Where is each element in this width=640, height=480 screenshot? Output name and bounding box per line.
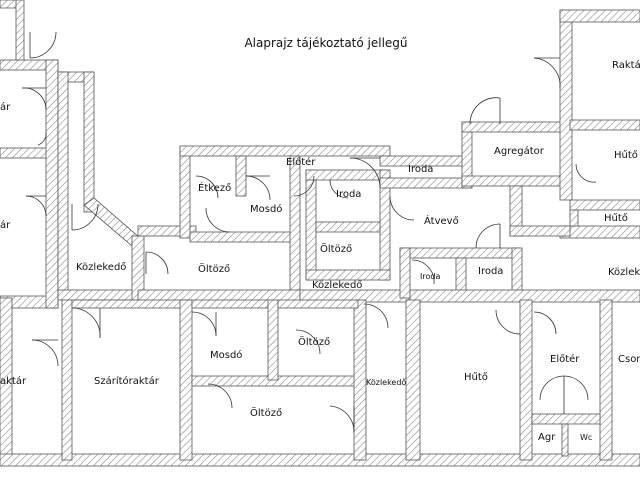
room-label: Szárítóraktár: [94, 375, 160, 387]
wall: [561, 423, 569, 457]
room-label: Agr: [538, 432, 556, 443]
wall: [71, 299, 193, 309]
wall: [15, 0, 25, 61]
wall: [57, 289, 139, 301]
wall: [559, 9, 640, 23]
room-label: Mosdó: [250, 203, 282, 215]
wall: [461, 175, 571, 187]
wall: [305, 169, 387, 181]
wall: [45, 59, 59, 309]
wall: [267, 299, 279, 381]
room-label: Agregátor: [494, 145, 545, 157]
wall: [179, 299, 193, 461]
wall: [353, 299, 367, 461]
room-label: Raktár: [612, 59, 640, 71]
room-label: Közlek: [608, 267, 640, 278]
wall: [277, 299, 359, 309]
wall: [531, 413, 601, 425]
wall: [83, 71, 95, 213]
wall: [57, 71, 69, 297]
wall: [379, 177, 471, 189]
wall: [569, 199, 640, 211]
plan-title: Alaprajz tájékoztató jellegű: [244, 36, 407, 50]
wall: [399, 247, 521, 259]
room-label: Közlekedő: [366, 378, 406, 387]
wall: [559, 9, 573, 201]
room-label: Öltöző: [250, 406, 282, 419]
wall: [289, 155, 301, 303]
room-label: Mosdó: [210, 349, 242, 361]
room-label: Közlekedő: [312, 279, 362, 291]
wall: [179, 147, 191, 239]
wall: [461, 121, 571, 133]
room-label: ár: [0, 101, 11, 113]
room-label: Előtér: [550, 353, 580, 365]
room-label: Iroda: [478, 266, 503, 277]
room-label: Iroda: [420, 272, 440, 281]
wall: [179, 145, 391, 157]
wall: [569, 119, 640, 131]
wall: [61, 299, 73, 461]
walls: [0, 0, 640, 467]
wall: [509, 225, 571, 237]
wall: [315, 221, 381, 233]
room-label: Hűtő: [614, 149, 638, 161]
room-label: aktár: [0, 375, 27, 387]
room-label: Öltöző: [320, 242, 352, 255]
wall: [569, 209, 579, 227]
wall: [137, 225, 197, 237]
room-label: Öltöző: [298, 335, 330, 348]
room-label: Hűtő: [464, 371, 488, 383]
wall: [235, 155, 247, 197]
wall: [191, 299, 273, 309]
room-label: Étkező: [198, 181, 231, 194]
room-label: Wc: [580, 433, 592, 442]
wall: [519, 299, 533, 461]
room-labels: ár ár aktár Raktár Hűtő Hűtő Agregátor E…: [0, 59, 640, 443]
room-label: Iroda: [336, 189, 361, 200]
wall: [559, 225, 640, 239]
wall: [0, 453, 640, 467]
room-label: Hűtő: [604, 212, 628, 224]
wall: [305, 269, 391, 281]
wall: [599, 299, 613, 461]
wall: [399, 247, 411, 299]
room-label: ár: [0, 219, 11, 231]
room-label: Átvevő: [424, 214, 459, 227]
room-label: Csom: [618, 354, 640, 365]
doors: [21, 31, 597, 433]
room-label: Előtér: [286, 156, 316, 168]
room-label: Öltöző: [198, 262, 230, 275]
room-label: Iroda: [408, 164, 433, 175]
wall: [405, 299, 421, 461]
wall: [189, 231, 295, 243]
room-label: Közlekedő: [76, 261, 126, 273]
